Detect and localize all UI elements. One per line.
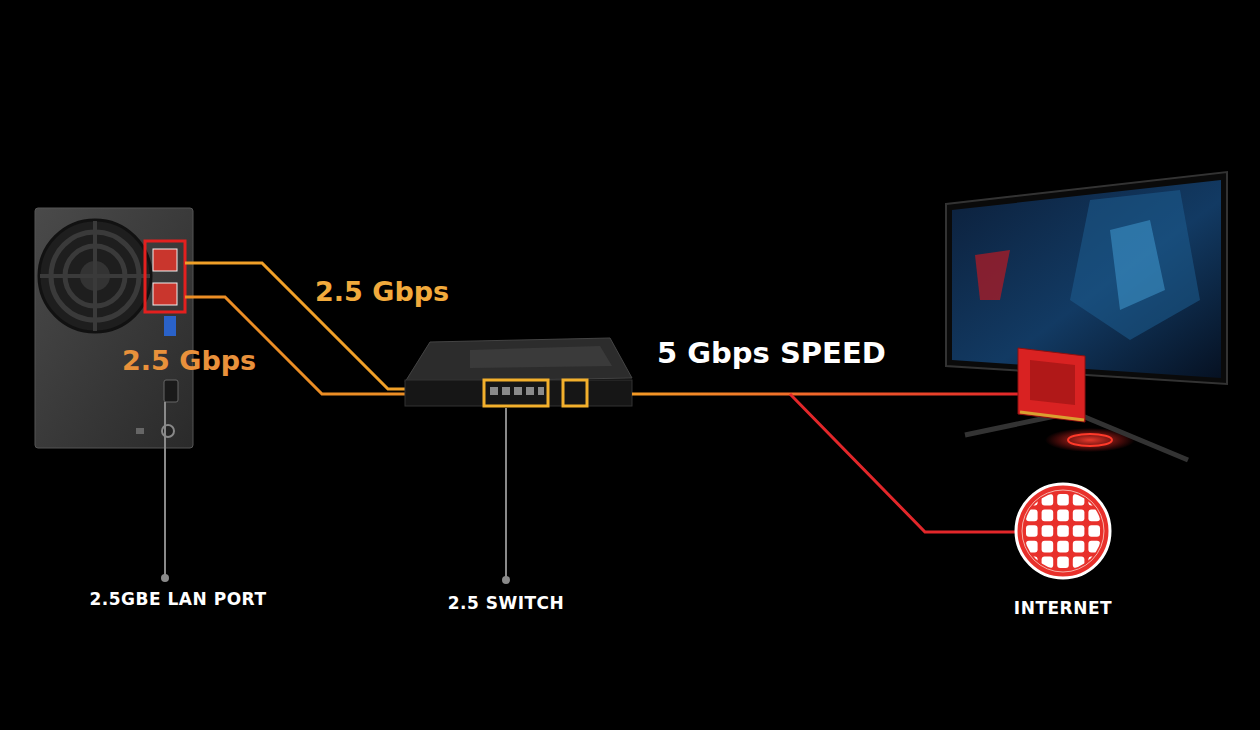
globe-cell: [1073, 510, 1085, 522]
lan-port: [153, 249, 177, 271]
monitor-screen: [952, 180, 1221, 378]
internet-node: INTERNET: [1014, 482, 1112, 618]
wire: [790, 394, 1015, 532]
fan-grill: [93, 221, 97, 331]
globe-cell: [1026, 494, 1038, 506]
globe-body: [1022, 490, 1104, 572]
monitor: [946, 172, 1227, 460]
stand-leg: [965, 415, 1060, 435]
globe-cell: [1057, 494, 1069, 506]
globe-cell: [1088, 510, 1100, 522]
lock-slot: [136, 428, 144, 434]
screen-art: [1070, 190, 1200, 340]
switch-port: [538, 387, 544, 395]
globe-cell: [1042, 541, 1054, 553]
switch-port: [502, 387, 510, 395]
globe-ring: [1016, 484, 1110, 578]
screen-logo: [975, 250, 1010, 300]
globe-cell: [1088, 556, 1100, 568]
globe-cell: [1026, 556, 1038, 568]
hdmi-port: [164, 380, 178, 402]
switch-port: [490, 387, 498, 395]
globe-grid: [1026, 494, 1100, 568]
speed-label: 2.5 Gbps: [315, 276, 449, 307]
usb-port: [164, 316, 176, 336]
globe-cell: [1057, 525, 1069, 537]
globe-cell: [1073, 556, 1085, 568]
callout-label: 2.5GBE LAN PORT: [89, 590, 266, 610]
leader-line: [164, 402, 166, 576]
monitor-bezel: [946, 172, 1227, 384]
lan-port-highlight: [145, 241, 185, 312]
nas-device: [35, 208, 193, 448]
stand-leg: [1080, 415, 1188, 460]
globe-cell: [1088, 541, 1100, 553]
globe-cell: [1026, 541, 1038, 553]
switch-port: [526, 387, 534, 395]
glow-ring: [1068, 434, 1112, 446]
switch-front: [405, 380, 632, 406]
uplink-port-highlight: [563, 380, 587, 406]
callout-label: 2.5 SWITCH: [448, 594, 565, 614]
globe-cell: [1042, 510, 1054, 522]
lan-port: [153, 283, 177, 305]
globe-cell: [1057, 556, 1069, 568]
speed-label: 5 Gbps SPEED: [657, 337, 886, 370]
globe-cell: [1073, 541, 1085, 553]
node-label: INTERNET: [1014, 598, 1112, 618]
globe-cell: [1088, 494, 1100, 506]
globe-cell: [1026, 510, 1038, 522]
globe-cell: [1057, 541, 1069, 553]
globe-cell: [1073, 494, 1085, 506]
globe-cell: [1042, 556, 1054, 568]
wire: [632, 393, 1022, 396]
globe-icon: [1014, 482, 1112, 580]
globe-cell: [1042, 525, 1054, 537]
leader-dot: [161, 574, 169, 582]
speed-label: 2.5 Gbps: [122, 345, 256, 376]
power-jack: [162, 425, 174, 437]
globe-cell: [1026, 525, 1038, 537]
globe-cell: [1073, 525, 1085, 537]
globe-cell: [1088, 525, 1100, 537]
switch-top-shine: [470, 346, 612, 368]
network-card: [1018, 348, 1085, 422]
screen-art: [1110, 220, 1165, 310]
switch-device: [405, 338, 632, 406]
nas-body: [35, 208, 193, 448]
globe-cell: [1057, 510, 1069, 522]
leader-line: [505, 408, 507, 578]
network-card-chip: [1030, 360, 1075, 405]
switch-ports-highlight: [484, 380, 548, 406]
globe-cell: [1042, 494, 1054, 506]
switch-top: [405, 338, 632, 382]
switch-port: [514, 387, 522, 395]
leader-dot: [502, 576, 510, 584]
card-contacts: [1020, 412, 1084, 420]
fan: [39, 220, 151, 332]
